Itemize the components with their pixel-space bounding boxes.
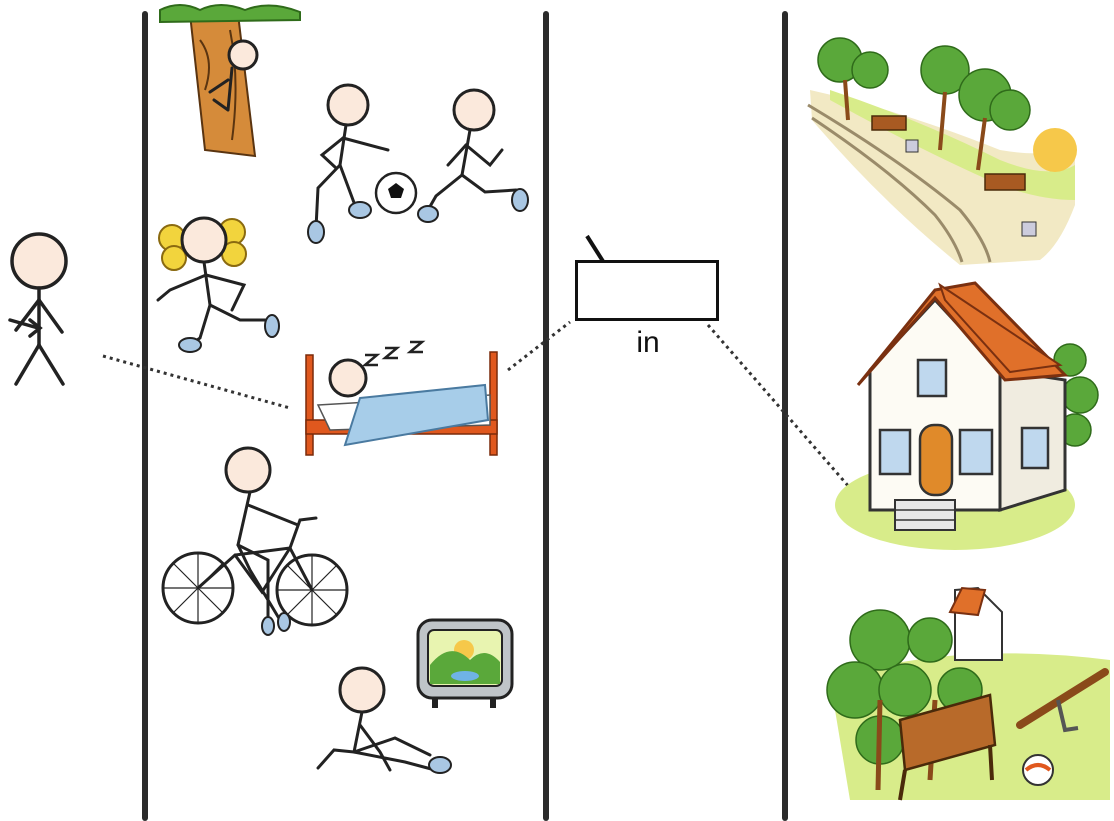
connector-subject-to-action <box>103 356 290 408</box>
playing-football-icon[interactable] <box>308 85 528 243</box>
connector-action-to-preposition <box>508 322 570 370</box>
climbing-tree-icon[interactable] <box>160 5 300 156</box>
garden-playground-scene-icon[interactable] <box>827 588 1110 800</box>
girl-running-icon[interactable] <box>158 218 279 352</box>
park-scene-icon[interactable] <box>808 38 1077 265</box>
preposition-answer-box[interactable] <box>575 260 719 321</box>
watching-tv-icon[interactable] <box>318 620 512 773</box>
stick-figure-pointing-icon[interactable] <box>10 234 66 384</box>
connector-preposition-to-place <box>708 325 850 488</box>
preposition-label: in <box>618 326 678 360</box>
sleeping-in-bed-icon[interactable] <box>306 342 497 455</box>
house-scene-icon[interactable] <box>835 283 1098 550</box>
riding-bicycle-icon[interactable] <box>163 448 347 635</box>
